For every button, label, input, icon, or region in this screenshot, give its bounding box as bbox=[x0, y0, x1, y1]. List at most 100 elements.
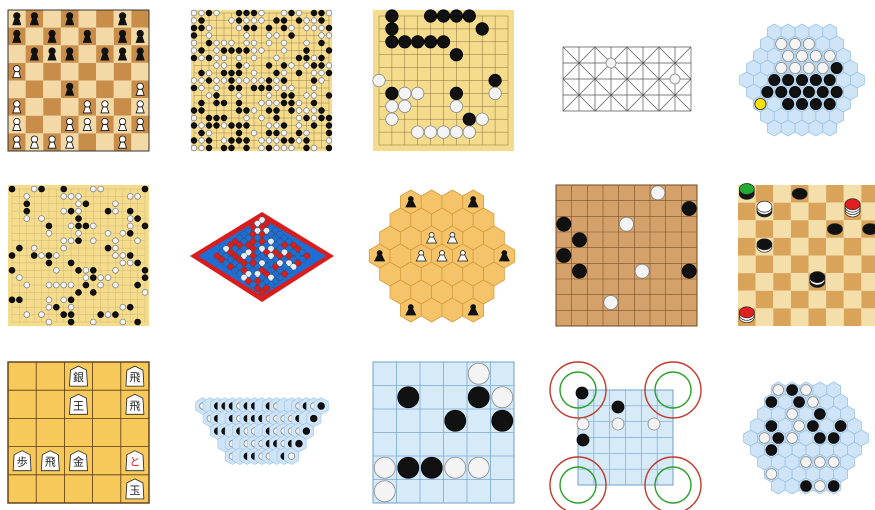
white-stone bbox=[191, 145, 197, 151]
go-board-dense-thumbnail[interactable] bbox=[191, 10, 332, 151]
black-stone bbox=[90, 275, 96, 281]
white-stone bbox=[191, 18, 197, 24]
board-square bbox=[861, 273, 875, 291]
black-stone bbox=[476, 23, 488, 35]
white-stone bbox=[289, 63, 295, 69]
white-stone bbox=[61, 238, 67, 244]
board-square bbox=[809, 185, 827, 203]
black-stone bbox=[206, 123, 212, 129]
board-square bbox=[861, 203, 875, 221]
white-stone bbox=[214, 63, 220, 69]
black-stone bbox=[266, 108, 272, 114]
gomoku-board-thumbnail[interactable] bbox=[8, 185, 149, 326]
alquerque-board-thumbnail[interactable] bbox=[560, 45, 695, 113]
white-stone bbox=[803, 62, 814, 73]
black-stone bbox=[289, 10, 295, 16]
white-stone bbox=[46, 230, 52, 236]
black-stone bbox=[326, 130, 332, 136]
black-stone bbox=[76, 267, 82, 273]
checker-piece bbox=[863, 224, 875, 235]
black-stone bbox=[68, 297, 74, 303]
board-square bbox=[826, 308, 844, 326]
board-square bbox=[791, 308, 809, 326]
black-stone bbox=[682, 264, 696, 278]
white-stone bbox=[251, 70, 257, 76]
go-board-small-thumbnail[interactable] bbox=[373, 10, 514, 151]
white-stone bbox=[120, 260, 126, 266]
hex-board bbox=[742, 372, 870, 504]
hexagonal-chess-board bbox=[375, 185, 510, 328]
chess-board-thumbnail[interactable] bbox=[8, 10, 149, 151]
white-stone bbox=[374, 457, 395, 478]
hex-board-blue-thumbnail[interactable] bbox=[738, 10, 866, 151]
trapezoid-hex-board-thumbnail[interactable] bbox=[188, 398, 336, 470]
black-stone bbox=[803, 86, 814, 97]
white-stone bbox=[776, 38, 787, 49]
board-square bbox=[773, 203, 791, 221]
black-stone bbox=[244, 10, 250, 16]
white-stone bbox=[39, 216, 45, 222]
black-stone bbox=[76, 223, 82, 229]
hex-board-blue-2-thumbnail[interactable] bbox=[742, 372, 870, 504]
white-stone bbox=[113, 282, 119, 288]
white-stone bbox=[191, 78, 197, 84]
board-square bbox=[96, 63, 114, 81]
white-stone bbox=[259, 115, 265, 121]
blue-grid-board-thumbnail[interactable] bbox=[373, 362, 514, 503]
black-stone bbox=[127, 304, 133, 310]
white-stone bbox=[68, 304, 74, 310]
loop-board-thumbnail[interactable] bbox=[548, 355, 708, 510]
white-stone bbox=[311, 93, 317, 99]
black-stone bbox=[142, 186, 148, 192]
white-stone bbox=[281, 40, 287, 46]
board-square bbox=[738, 291, 756, 309]
black-stone bbox=[808, 421, 819, 432]
white-stone bbox=[304, 108, 310, 114]
black-stone bbox=[682, 202, 696, 216]
board-square bbox=[773, 238, 791, 256]
black-stone bbox=[127, 230, 133, 236]
black-stone bbox=[311, 100, 317, 106]
hex-rhombus-board-thumbnail[interactable] bbox=[188, 210, 336, 305]
white-stone bbox=[296, 100, 302, 106]
black-stone bbox=[577, 434, 589, 446]
white-stone bbox=[803, 38, 814, 49]
black-stone bbox=[398, 387, 419, 408]
white-stone bbox=[206, 70, 212, 76]
shogi-piece-label: 歩 bbox=[17, 455, 28, 469]
board-square bbox=[114, 63, 132, 81]
black-stone bbox=[281, 93, 287, 99]
checker-piece bbox=[739, 307, 754, 318]
white-stone bbox=[31, 245, 37, 251]
black-stone bbox=[326, 48, 332, 54]
white-stone bbox=[304, 18, 310, 24]
white-stone bbox=[61, 282, 67, 288]
shogi-board-thumbnail[interactable]: 銀飛王飛歩飛金と玉 bbox=[8, 362, 149, 503]
board-square bbox=[61, 28, 79, 46]
white-stone bbox=[319, 70, 325, 76]
board-square bbox=[844, 256, 862, 274]
white-stone bbox=[773, 385, 784, 396]
board-square bbox=[756, 273, 774, 291]
black-stone bbox=[24, 208, 30, 214]
stacking-checkers-thumbnail[interactable] bbox=[738, 185, 875, 326]
hexagonal-chess-thumbnail[interactable] bbox=[375, 185, 510, 328]
white-stone bbox=[244, 18, 250, 24]
black-stone bbox=[191, 33, 197, 39]
white-stone bbox=[311, 145, 317, 151]
black-stone bbox=[221, 70, 227, 76]
black-stone bbox=[98, 312, 104, 318]
black-stone bbox=[266, 85, 272, 91]
board-square bbox=[114, 81, 132, 99]
white-stone bbox=[817, 62, 828, 73]
white-stone bbox=[46, 297, 52, 303]
black-stone bbox=[303, 428, 310, 435]
white-stone bbox=[274, 55, 280, 61]
white-stone bbox=[794, 421, 805, 432]
black-stone bbox=[206, 145, 212, 151]
white-stone bbox=[206, 25, 212, 31]
brown-grid-board-thumbnail[interactable] bbox=[556, 185, 697, 326]
black-stone bbox=[412, 36, 424, 48]
black-stone bbox=[326, 145, 332, 151]
black-stone bbox=[61, 312, 67, 318]
